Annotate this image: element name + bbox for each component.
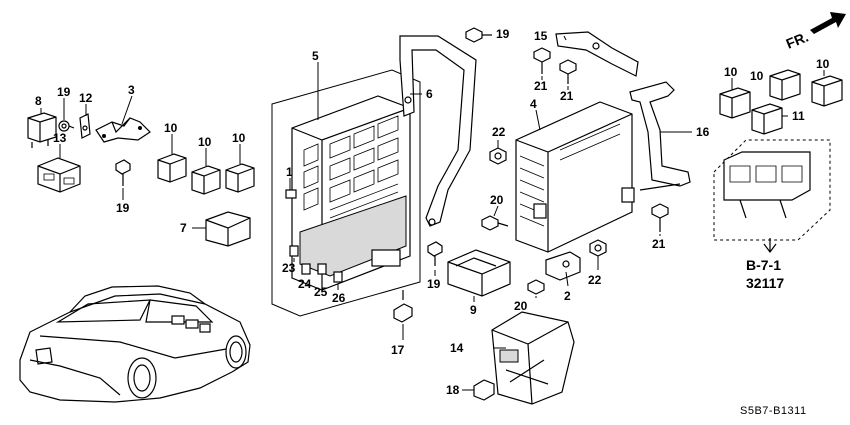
- callout-7: 7: [180, 221, 187, 235]
- callout-2: 2: [564, 289, 571, 303]
- bracket-15: [555, 31, 639, 77]
- bolt-19c: [465, 27, 492, 43]
- callout-19b: 19: [116, 201, 130, 215]
- bolt-20b: [527, 279, 545, 295]
- callout-20a: 20: [490, 193, 504, 207]
- bolt-21a: [533, 47, 551, 74]
- relay-10c: [225, 163, 255, 193]
- bolt-20a: [481, 215, 509, 231]
- callout-14: 14: [450, 341, 464, 355]
- callout-10f: 10: [816, 57, 830, 71]
- bolt-19b: [115, 159, 131, 186]
- callout-12: 12: [79, 91, 93, 105]
- fuse-26: [333, 271, 343, 283]
- relay-10a: [157, 153, 187, 183]
- callout-16: 16: [696, 125, 710, 139]
- callout-11: 11: [792, 109, 805, 123]
- leader-lines: [40, 35, 825, 391]
- fuse-24: [301, 263, 311, 275]
- relay-8: [27, 112, 57, 148]
- callout-21b: 21: [560, 89, 574, 103]
- reference-frame: [713, 139, 831, 253]
- cover-14: [491, 311, 575, 405]
- nut-22a: [489, 147, 507, 165]
- vehicle-outline: [19, 285, 251, 403]
- nut-22b: [589, 239, 607, 257]
- callout-21a: 21: [534, 79, 548, 93]
- callout-labels: 8 19 12 3 13 19 10 10 10 7 1 5 6 23 24 2…: [35, 27, 830, 397]
- callout-25: 25: [314, 285, 328, 299]
- relay-10e: [769, 69, 801, 101]
- front-direction-arrow: [810, 12, 846, 34]
- callout-9: 9: [470, 303, 477, 317]
- bolt-18: [473, 379, 495, 401]
- module-13: [37, 157, 81, 193]
- callout-3: 3: [128, 83, 135, 97]
- clip-12: [79, 113, 91, 139]
- callout-22a: 22: [492, 125, 506, 139]
- ecu-4: [515, 101, 635, 253]
- relay-11: [751, 103, 783, 135]
- bolt-17: [393, 290, 413, 323]
- bolt-19d: [427, 241, 443, 266]
- callout-21c: 21: [652, 237, 666, 251]
- callout-10e: 10: [750, 69, 764, 83]
- bolt-21c: [651, 203, 669, 232]
- callout-20b: 20: [514, 299, 528, 313]
- callout-8: 8: [35, 94, 42, 108]
- bolt-21b: [559, 59, 577, 84]
- relay-10f: [811, 75, 843, 107]
- callout-10d: 10: [724, 65, 738, 79]
- relay-10d: [719, 87, 751, 119]
- callout-24: 24: [298, 277, 312, 291]
- callout-10c: 10: [232, 131, 246, 145]
- callout-4: 4: [530, 97, 537, 111]
- callout-22b: 22: [588, 273, 602, 287]
- reference-number: 32117: [746, 275, 784, 291]
- callout-18: 18: [446, 383, 460, 397]
- fuse-25: [317, 263, 327, 275]
- callout-10a: 10: [164, 121, 178, 135]
- callout-17: 17: [391, 343, 405, 357]
- callout-6: 6: [426, 87, 433, 101]
- bracket-6: [399, 35, 477, 227]
- reference-group: B-7-1: [746, 257, 781, 273]
- callout-23: 23: [282, 261, 296, 275]
- callout-10b: 10: [198, 135, 212, 149]
- fuse-23: [289, 245, 299, 257]
- diagram-code: S5B7-B1311: [740, 405, 807, 417]
- bracket-2: [545, 251, 581, 281]
- callout-13: 13: [53, 131, 67, 145]
- callout-15: 15: [534, 29, 548, 43]
- callout-5: 5: [312, 49, 319, 63]
- direction-label: FR.: [784, 28, 811, 51]
- callout-26: 26: [332, 291, 346, 305]
- callout-19c: 19: [496, 27, 510, 41]
- callout-1: 1: [286, 165, 293, 179]
- bracket-3: [95, 117, 151, 143]
- relay-10b: [191, 165, 221, 195]
- bracket-16: [629, 81, 691, 191]
- callout-19a: 19: [57, 85, 71, 99]
- callout-19d: 19: [427, 277, 441, 291]
- relay-7: [205, 211, 251, 247]
- module-9: [447, 249, 511, 297]
- bolt-19a: [58, 120, 75, 132]
- fuse-box-5: [271, 69, 421, 317]
